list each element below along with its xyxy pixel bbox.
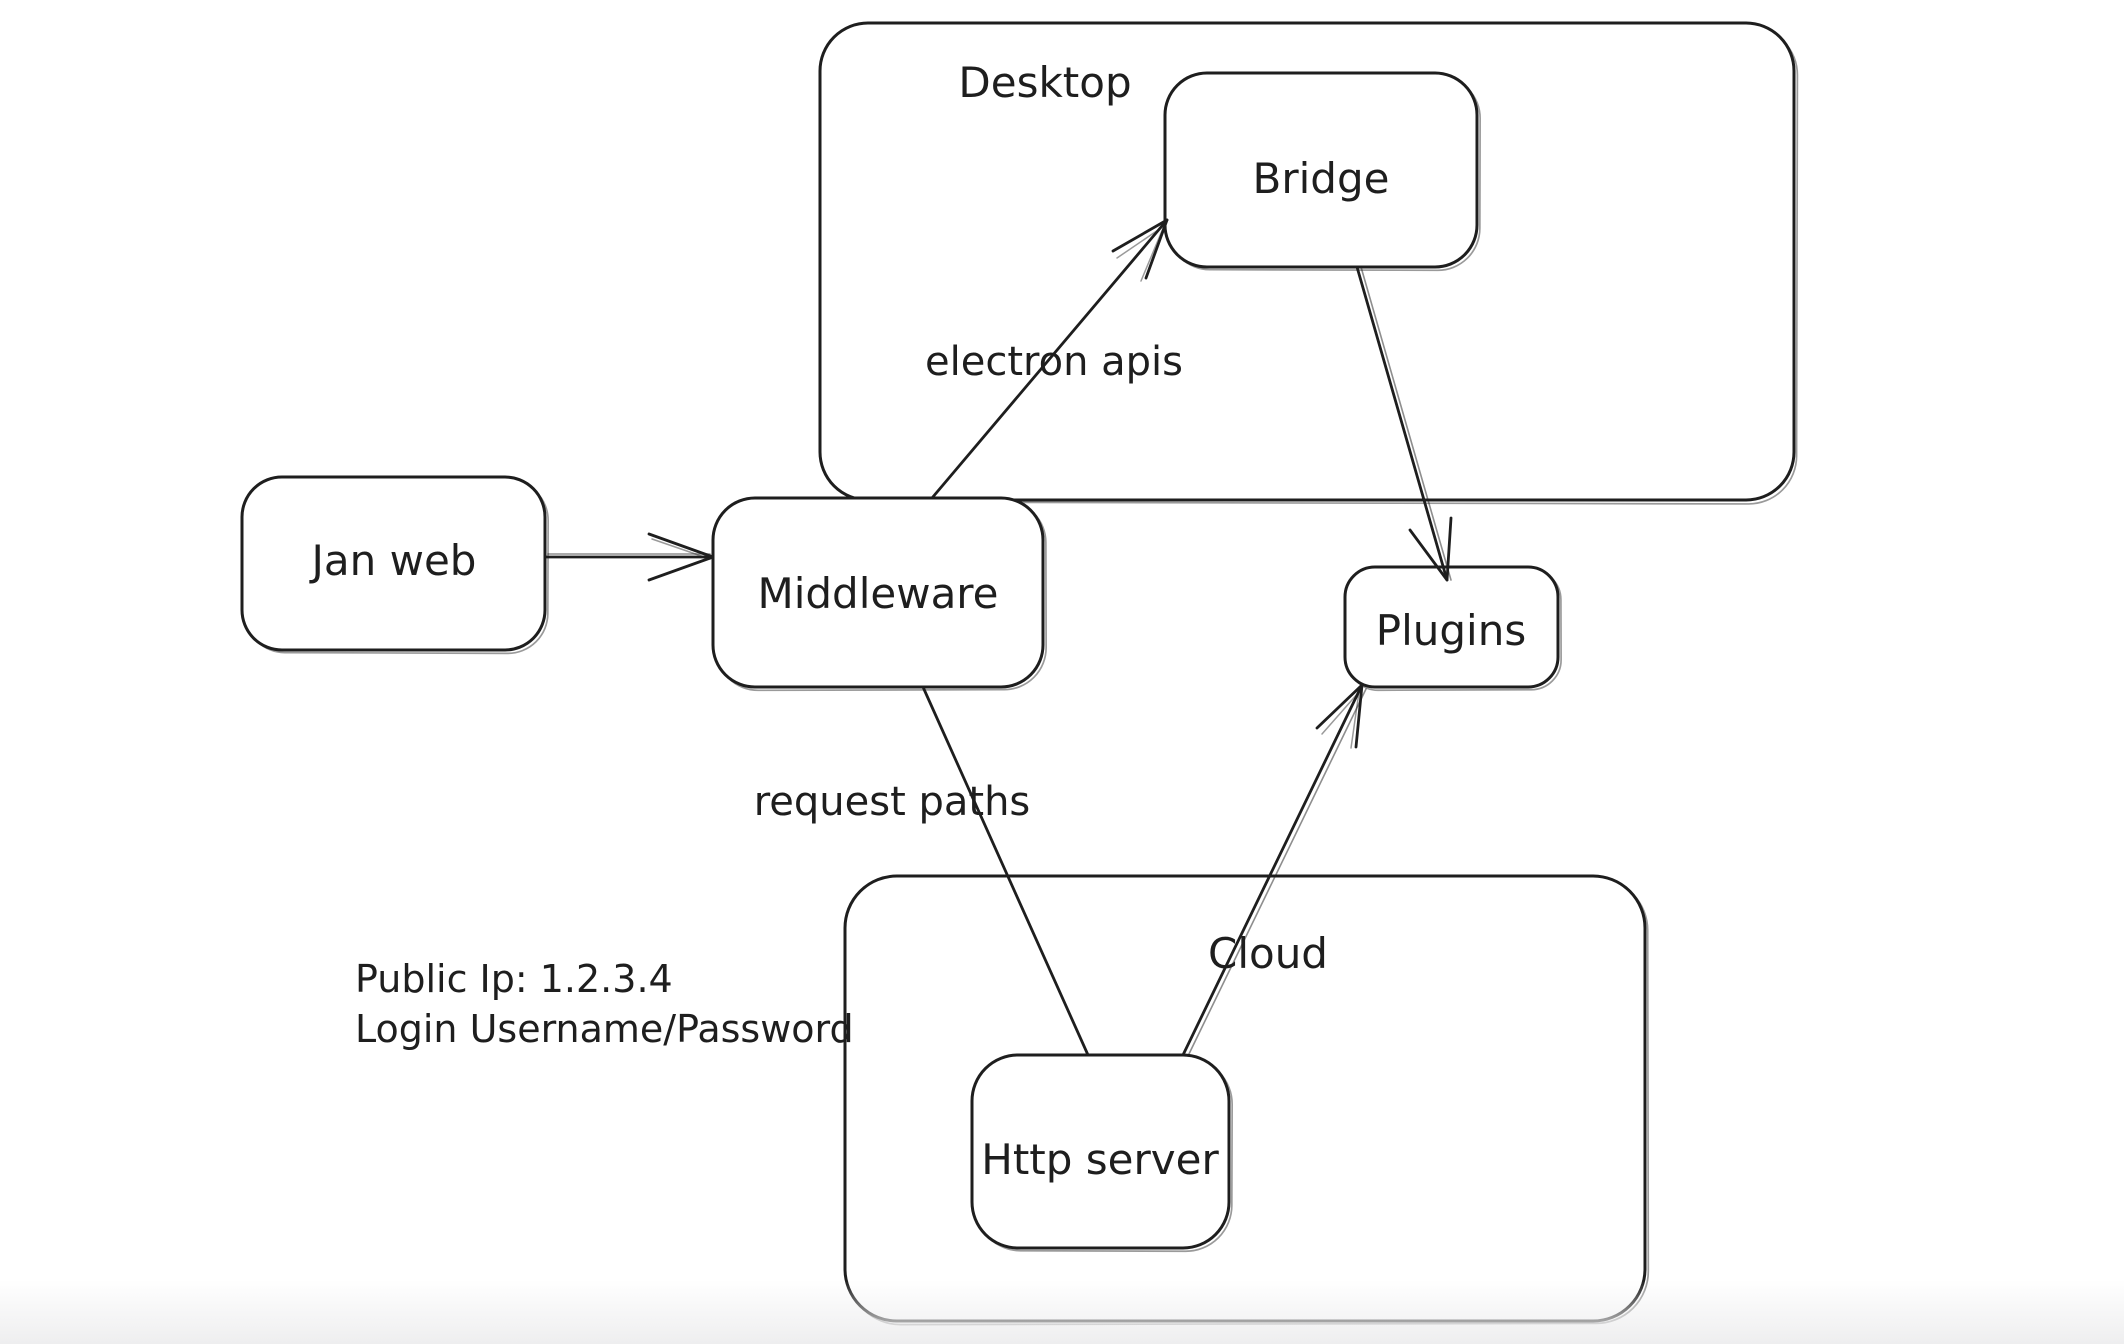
node-jan-web: Jan web <box>240 475 549 655</box>
edge-label-electron-apis: electron apis <box>925 339 1183 385</box>
arrowhead-echo-icon <box>1321 689 1361 749</box>
edge-line <box>921 685 1090 1057</box>
arrowhead-up-right-icon <box>1111 218 1169 280</box>
middleware-label: Middleware <box>757 569 998 618</box>
bridge-box <box>1163 71 1479 269</box>
edge-line <box>1355 265 1449 582</box>
node-plugins: Plugins <box>1343 565 1562 692</box>
jan-web-label: Jan web <box>309 536 477 585</box>
annotation-credentials: Public Ip: 1.2.3.4 Login Username/Passwo… <box>355 957 854 1051</box>
arrowhead-right-icon <box>647 532 715 582</box>
arrowhead-down-icon <box>1408 516 1453 582</box>
node-http-server: Http server <box>970 1053 1233 1253</box>
edge-middleware-to-http-server <box>921 685 1090 1057</box>
http-server-label: Http server <box>981 1135 1219 1184</box>
edge-middleware-to-bridge <box>930 218 1169 500</box>
edge-line-echo <box>1360 266 1452 581</box>
arrowhead-up-icon <box>1315 683 1364 749</box>
desktop-container-label: Desktop <box>958 58 1131 107</box>
plugins-label: Plugins <box>1376 606 1526 655</box>
edge-jan-web-to-middleware <box>543 532 715 582</box>
plugins-box <box>1343 565 1560 689</box>
edge-line-echo <box>1187 688 1367 1057</box>
node-bridge: Bridge <box>1163 71 1481 272</box>
bridge-label: Bridge <box>1253 154 1390 203</box>
edge-line <box>930 218 1169 500</box>
edge-http-server-to-plugins <box>1181 683 1367 1057</box>
http-server-box <box>970 1053 1231 1250</box>
cloud-container-label: Cloud <box>1208 929 1328 978</box>
arrowhead-echo-icon <box>1116 223 1166 282</box>
edge-bridge-to-plugins <box>1355 265 1453 582</box>
annotation-public-ip: Public Ip: 1.2.3.4 <box>355 957 673 1001</box>
middleware-box <box>711 496 1045 689</box>
edge-line <box>1181 683 1364 1057</box>
edge-label-request-paths: request paths <box>754 779 1031 825</box>
node-middleware: Middleware <box>711 496 1047 692</box>
arrowhead-echo-icon <box>651 538 711 560</box>
annotation-login: Login Username/Password <box>355 1007 854 1051</box>
jan-web-box <box>240 475 547 652</box>
